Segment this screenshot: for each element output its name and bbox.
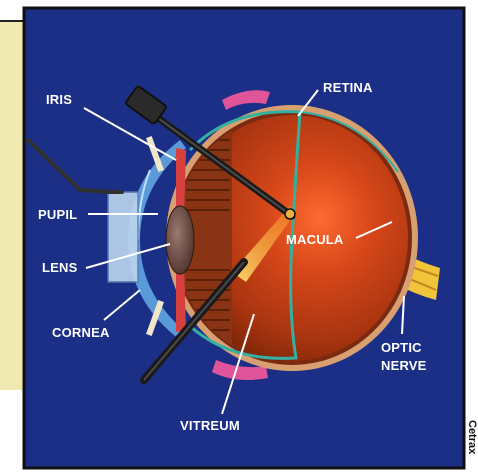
left-panel xyxy=(0,22,24,390)
label-optic-nerve-line1: OPTIC xyxy=(381,340,422,355)
label-cornea: CORNEA xyxy=(52,325,110,340)
label-retina: RETINA xyxy=(323,80,373,95)
contact-lens xyxy=(108,192,138,282)
label-lens: LENS xyxy=(42,260,78,275)
label-optic-nerve-line2: NERVE xyxy=(381,358,427,373)
lens xyxy=(166,206,194,274)
panel-border-top xyxy=(0,20,26,22)
label-iris: IRIS xyxy=(46,92,72,107)
label-macula: MACULA xyxy=(286,232,344,247)
label-vitreum: VITREUM xyxy=(180,418,240,433)
label-pupil: PUPIL xyxy=(38,207,77,222)
photo-credit: Cetrax xyxy=(462,420,478,472)
